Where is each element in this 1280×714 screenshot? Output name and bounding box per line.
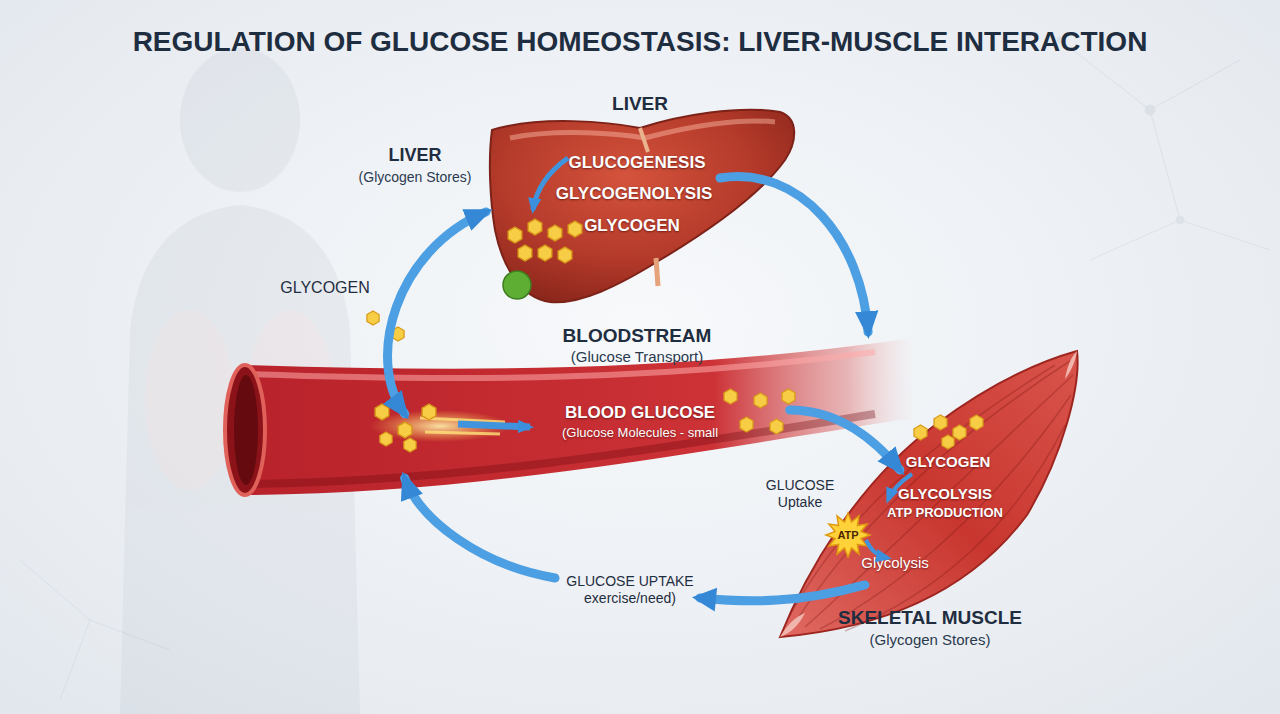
- liver-organ: LIVER GLUCOGENESIS GLYCOGENOLYSIS GLYCOGEN: [480, 90, 800, 315]
- decor-part: [914, 425, 927, 440]
- decor-part: [370, 410, 510, 442]
- decor-part: [392, 327, 404, 341]
- muscle-fibres: [790, 361, 1073, 631]
- decor-part: [145, 310, 235, 490]
- decor-part: [953, 425, 966, 440]
- decor-part: [420, 418, 505, 434]
- decor-part: [404, 438, 416, 452]
- glycolysis-arrow: [888, 474, 912, 500]
- decor-part: [770, 419, 783, 434]
- node-text: Glycolysis: [861, 554, 929, 571]
- decor-part: [820, 395, 1071, 629]
- decor-part: [538, 245, 552, 261]
- vessel-highlight: [245, 352, 875, 378]
- decor-part: [724, 389, 737, 404]
- edge-label: GLUCOSE UPTAKE exercise/need): [555, 573, 705, 607]
- muscle-outline: [780, 351, 1078, 637]
- node-text: GLYCOLYSIS: [898, 485, 992, 502]
- decor-part: [845, 425, 1065, 631]
- diagram-title: REGULATION OF GLUCOSE HOMEOSTASIS: LIVER…: [0, 26, 1280, 58]
- decor-part: [568, 221, 582, 237]
- liver-ligament: [640, 128, 648, 152]
- node-text: ATP: [837, 529, 858, 542]
- node-text: (Glycogen Stores): [870, 631, 991, 648]
- node-text: GLYCOGEN: [906, 453, 990, 470]
- decor-part: [380, 432, 392, 446]
- flow-arrow: [388, 212, 487, 414]
- decor-part: [518, 245, 532, 261]
- decor-part: [20, 560, 170, 700]
- edge-glucose: [367, 311, 404, 341]
- decor-part: [934, 415, 947, 430]
- decor-part: [558, 247, 572, 263]
- edge-label: GLYCOGEN: [270, 278, 380, 297]
- decor-part: [1145, 105, 1155, 115]
- node-text: BLOODSTREAM: [563, 325, 712, 347]
- muscle-glucose: [914, 415, 983, 449]
- atp-burst: ATP: [826, 513, 870, 557]
- decor-part: [375, 404, 389, 420]
- gallbladder: [503, 271, 531, 299]
- side-label: (Glycogen Stores): [359, 169, 472, 185]
- flow-arrow: [790, 410, 900, 470]
- arrow-head: [692, 588, 717, 612]
- decor-part: [548, 225, 562, 241]
- node-text: GLYCOGENOLYSIS: [556, 184, 713, 204]
- side-label: LIVER: [388, 145, 441, 166]
- decor-part: [754, 393, 767, 408]
- tendon: [1065, 351, 1077, 379]
- vessel-lumen: [234, 375, 258, 485]
- decor-part: [740, 417, 753, 432]
- decor-part: [458, 424, 530, 427]
- liver-outline: [490, 110, 794, 303]
- decor-part: [528, 219, 542, 235]
- decor-part: [398, 422, 412, 438]
- decor-part: [795, 361, 1070, 623]
- network-lines: [20, 37, 1270, 700]
- liver-flow-arrow: [533, 158, 568, 210]
- decor-part: [508, 227, 522, 243]
- vessel-glucose: [370, 389, 795, 452]
- liver-glucose: [508, 219, 582, 263]
- liver-duct: [656, 258, 658, 286]
- vessel-shadow: [245, 414, 875, 484]
- node-text: ATP PRODUCTION: [887, 506, 1003, 521]
- decor-part: [970, 415, 983, 430]
- node-text: GLYCOGEN: [584, 216, 680, 236]
- vessel-wall: [245, 340, 915, 495]
- decor-part: [180, 48, 300, 192]
- node-text: (Glucose Molecules - small: [562, 426, 718, 441]
- node-text: SKELETAL MUSCLE: [838, 607, 1022, 629]
- edge-label: GLUCOSE Uptake: [760, 477, 840, 511]
- node-text: GLUCOGENESIS: [569, 153, 706, 173]
- atp-arrow: [866, 540, 888, 558]
- node-text: (Glucose Transport): [571, 348, 704, 365]
- tendon: [780, 613, 805, 637]
- decor-part: [782, 389, 795, 404]
- vessel-opening: [225, 365, 265, 495]
- decor-part: [1060, 40, 1270, 260]
- decor-part: [367, 311, 379, 325]
- decor-part: [422, 404, 436, 420]
- node-text: BLOOD GLUCOSE: [565, 403, 715, 423]
- node-text: LIVER: [612, 93, 668, 115]
- atp-star: [826, 513, 870, 557]
- blood-vessel: BLOODSTREAM(Glucose Transport) BLOOD GLUC…: [215, 322, 915, 502]
- decor-part: [1176, 216, 1184, 224]
- decor-part: [942, 435, 954, 449]
- flow-arrow: [720, 177, 868, 333]
- decor-part: [805, 375, 1073, 627]
